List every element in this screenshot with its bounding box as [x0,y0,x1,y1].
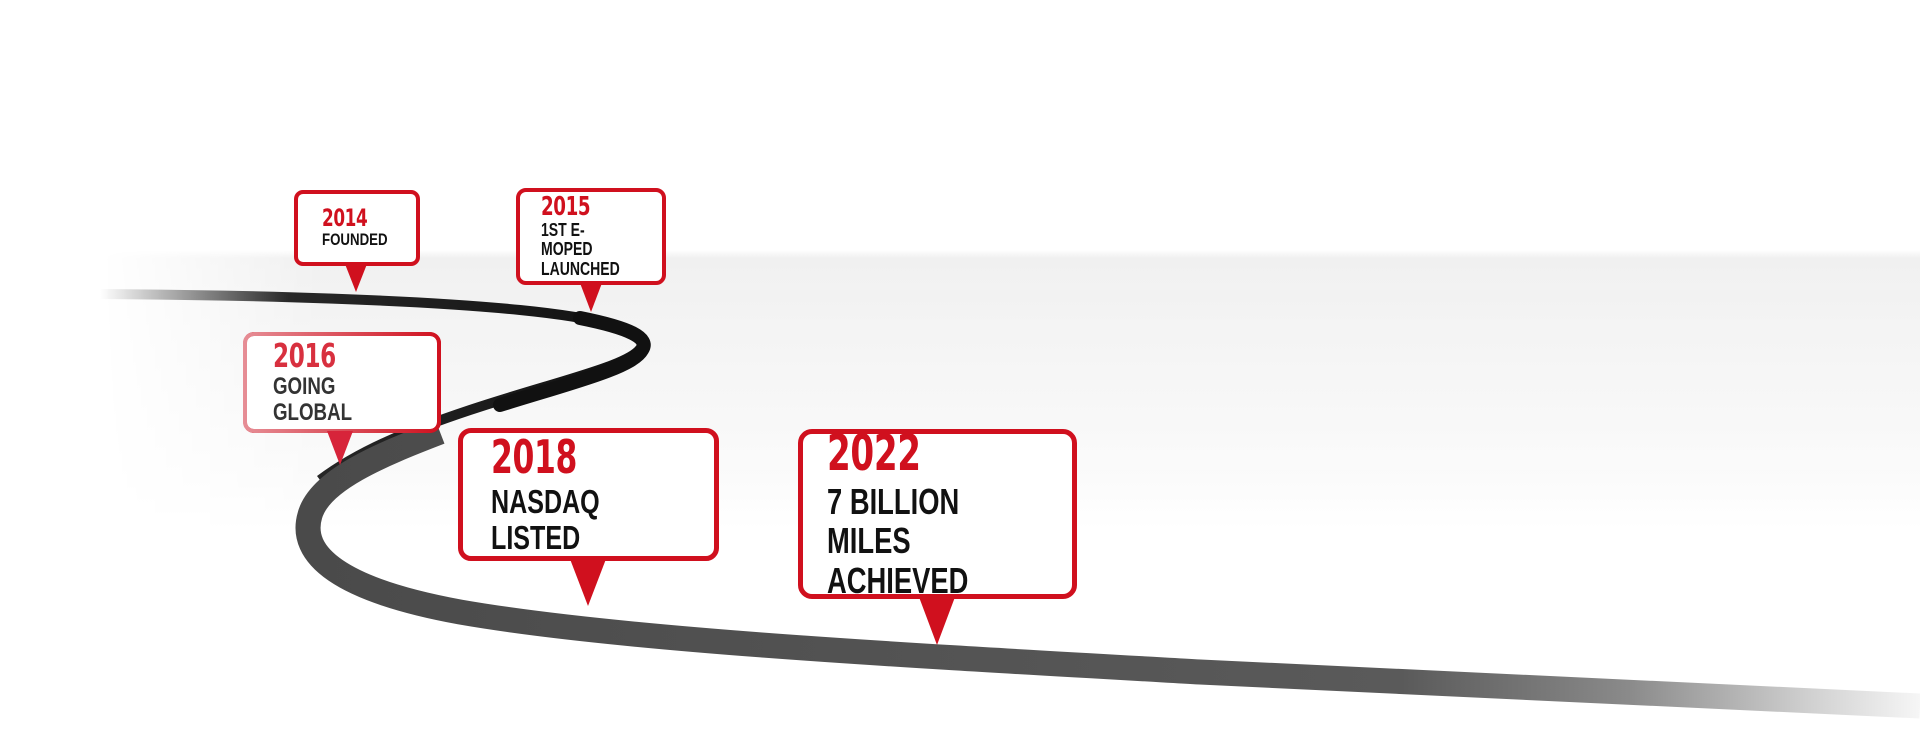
map-pin-pointer-icon [327,431,353,465]
milestone-label: 7 BILLION MILES ACHIEVED [827,480,969,601]
milestone-bubble: 2016 GOING GLOBAL [243,332,441,433]
milestone-bubble: 2018 NASDAQ LISTED [458,428,719,561]
milestone-bubble: 2014 FOUNDED [294,190,420,266]
map-pin-pointer-icon [580,283,602,312]
milestone-label: 1ST E-MOPED LAUNCHED [541,219,620,279]
milestone-label: FOUNDED [322,230,388,250]
milestone-label: GOING GLOBAL [273,373,353,426]
milestone-label: NASDAQ LISTED [491,482,600,556]
milestone-year: 2015 [541,191,591,222]
map-pin-pointer-icon [919,597,955,645]
milestone-bubble: 2015 1ST E-MOPED LAUNCHED [516,188,666,285]
map-pin-pointer-icon [570,559,606,606]
map-pin-pointer-icon [345,264,367,292]
milestone-year: 2022 [827,423,921,482]
milestone-year: 2016 [273,336,336,376]
milestone-bubble: 2022 7 BILLION MILES ACHIEVED [798,423,1077,601]
milestone-year: 2018 [491,429,578,484]
milestone-year: 2014 [322,204,368,233]
